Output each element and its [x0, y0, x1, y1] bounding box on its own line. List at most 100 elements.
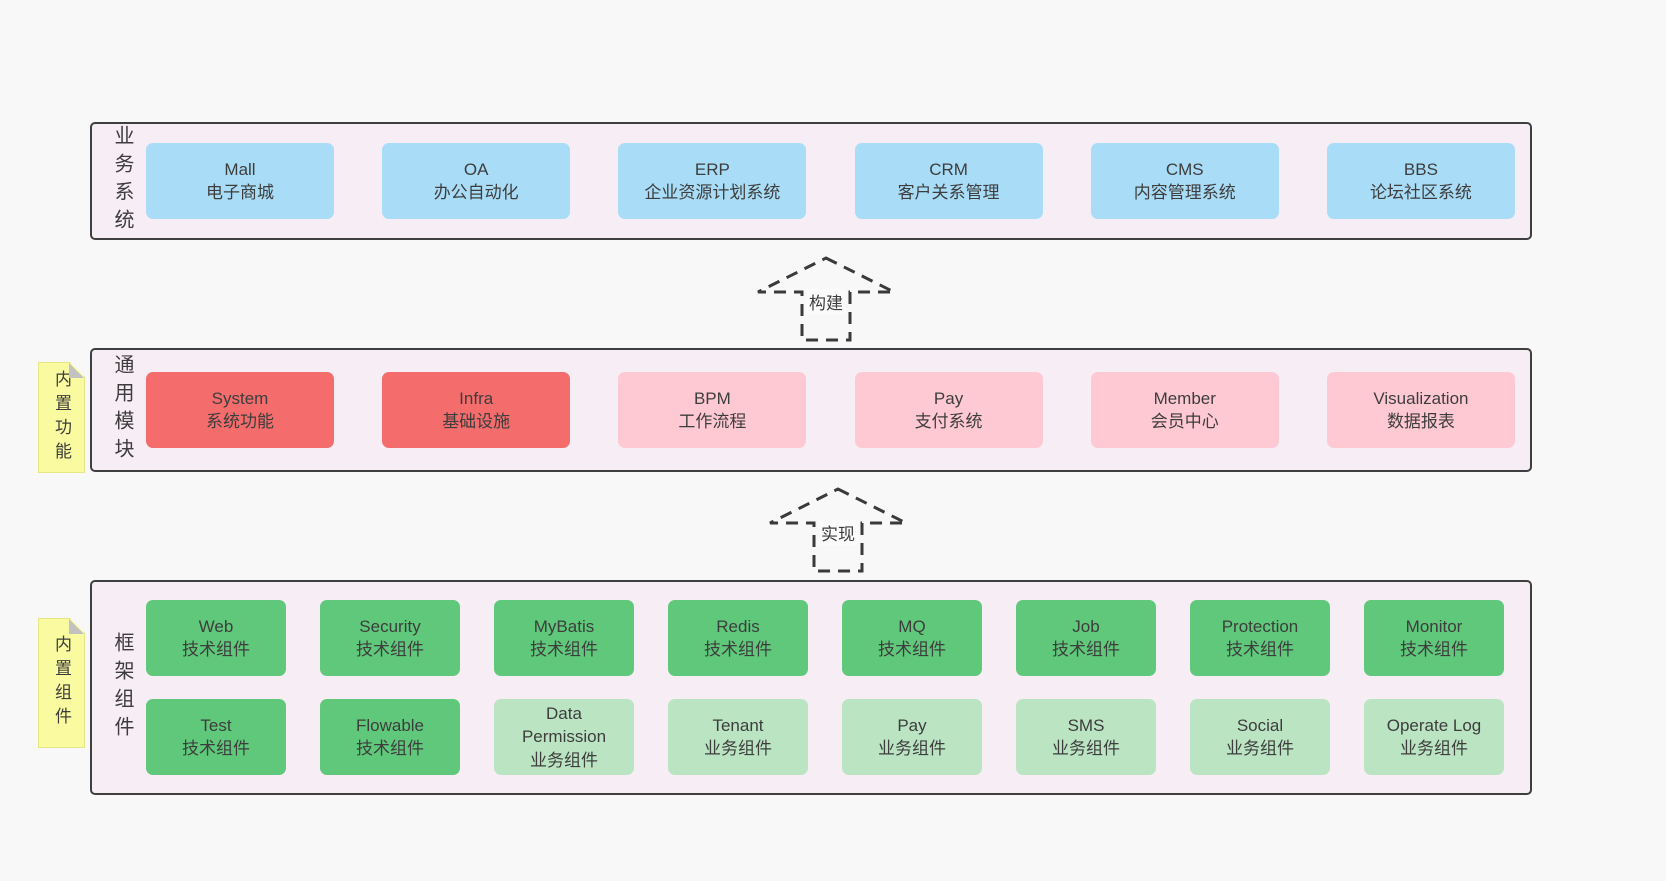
box-title: Member: [1153, 388, 1216, 408]
box-flowable: Flowable 技术组件: [320, 699, 460, 775]
box-subtitle: 办公自动化: [433, 183, 519, 202]
box-pay-biz: Pay 业务组件: [842, 699, 982, 775]
box-title: System: [211, 388, 269, 408]
box-subtitle: 论坛社区系统: [1369, 183, 1472, 202]
box-title: Visualization: [1373, 388, 1469, 408]
sticky-note-built-in-components: 内置组件: [38, 618, 85, 748]
box-subtitle: 技术组件: [1226, 640, 1294, 659]
box-title: Web: [198, 616, 234, 636]
box-title: Pay: [933, 388, 964, 408]
box-erp: ERP 企业资源计划系统: [618, 143, 807, 219]
box-title: MyBatis: [533, 616, 595, 636]
box-subtitle: 技术组件: [182, 640, 250, 659]
box-security: Security 技术组件: [320, 600, 460, 676]
box-subtitle: 支付系统: [914, 412, 983, 431]
sticky-note-label: 内置组件: [52, 635, 71, 731]
box-visualization: Visualization 数据报表: [1326, 372, 1515, 448]
box-infra: Infra 基础设施: [382, 372, 571, 448]
folded-corner-icon: [69, 363, 84, 378]
sticky-note-label: 内置功能: [52, 369, 71, 466]
box-title: Infra: [459, 388, 494, 408]
box-system: System 系统功能: [146, 372, 334, 448]
box-subtitle: 数据报表: [1386, 412, 1455, 431]
box-subtitle: 业务组件: [1052, 739, 1120, 758]
box-subtitle: 会员中心: [1150, 412, 1219, 431]
business-boxes: Mall 电子商城 OA 办公自动化 ERP 企业资源计划系统 CRM 客户关系…: [142, 124, 1530, 238]
box-title: Redis: [716, 616, 760, 636]
box-protection: Protection 技术组件: [1190, 600, 1330, 676]
box-redis: Redis 技术组件: [668, 600, 808, 676]
box-subtitle: 业务组件: [704, 739, 772, 758]
dashed-up-arrow-icon: [757, 256, 895, 342]
box-social: Social 业务组件: [1190, 699, 1330, 775]
arrow-implement: 实现: [768, 487, 908, 573]
box-mall: Mall 电子商城: [146, 143, 334, 219]
box-title: BPM: [693, 388, 731, 408]
box-subtitle: 业务组件: [1226, 739, 1294, 758]
box-subtitle: 技术组件: [1400, 640, 1468, 659]
box-title: Flowable: [355, 715, 425, 735]
box-subtitle: 技术组件: [356, 640, 424, 659]
box-title: SMS: [1067, 715, 1105, 735]
folded-corner-icon: [69, 619, 84, 634]
box-subtitle: 技术组件: [356, 739, 424, 758]
box-title: BBS: [1403, 159, 1438, 179]
box-subtitle: 技术组件: [1052, 640, 1120, 659]
framework-row-1: Web 技术组件 Security 技术组件 MyBatis 技术组件 Redi…: [146, 600, 1504, 676]
box-subtitle: 客户关系管理: [897, 183, 1000, 202]
box-subtitle: 工作流程: [678, 412, 747, 431]
arrow-implement-label: 实现: [818, 520, 858, 545]
box-title: Job: [1072, 616, 1100, 636]
box-subtitle: 业务组件: [530, 750, 598, 770]
box-title: Social: [1236, 715, 1284, 735]
box-operate-log: Operate Log 业务组件: [1364, 699, 1504, 775]
box-subtitle: 企业资源计划系统: [644, 183, 781, 202]
box-job: Job 技术组件: [1016, 600, 1156, 676]
box-tenant: Tenant 业务组件: [668, 699, 808, 775]
box-bpm: BPM 工作流程: [618, 372, 807, 448]
box-subtitle: 基础设施: [442, 412, 511, 431]
box-title: OA: [463, 159, 489, 179]
box-title: ERP: [694, 159, 730, 179]
arrow-build: 构建: [756, 256, 896, 342]
box-title: Operate Log: [1386, 715, 1482, 735]
box-title: Protection: [1221, 616, 1299, 636]
box-subtitle: 技术组件: [878, 640, 946, 659]
framework-boxes: Web 技术组件 Security 技术组件 MyBatis 技术组件 Redi…: [142, 582, 1530, 793]
box-title: Mall: [224, 159, 256, 179]
box-monitor: Monitor 技术组件: [1364, 600, 1504, 676]
box-subtitle: 电子商城: [206, 183, 274, 202]
box-mq: MQ 技术组件: [842, 600, 982, 676]
box-title: Test: [200, 715, 232, 735]
box-web: Web 技术组件: [146, 600, 286, 676]
box-sms: SMS 业务组件: [1016, 699, 1156, 775]
box-crm: CRM 客户关系管理: [854, 143, 1043, 219]
box-mybatis: MyBatis 技术组件: [494, 600, 634, 676]
box-subtitle: 技术组件: [182, 739, 250, 758]
arrow-build-label: 构建: [806, 289, 846, 314]
box-title: Monitor: [1405, 616, 1463, 636]
sticky-note-built-in-features: 内置功能: [38, 362, 85, 473]
box-title: MQ: [898, 616, 926, 636]
box-test: Test 技术组件: [146, 699, 286, 775]
box-cms: CMS 内容管理系统: [1090, 143, 1279, 219]
box-bbs: BBS 论坛社区系统: [1326, 143, 1515, 219]
box-subtitle: 技术组件: [704, 640, 772, 659]
box-title: Data Permission: [521, 703, 607, 747]
box-subtitle: 技术组件: [530, 640, 598, 659]
box-title: Security: [359, 616, 421, 636]
box-subtitle: 业务组件: [878, 739, 946, 758]
section-framework-label: 框架组件: [111, 631, 133, 744]
section-business-systems: 业务系统 Mall 电子商城 OA 办公自动化 ERP 企业资源计划系统 CRM…: [90, 122, 1532, 240]
box-member: Member 会员中心: [1090, 372, 1279, 448]
box-title: Pay: [897, 715, 927, 735]
framework-row-2: Test 技术组件 Flowable 技术组件 Data Permission …: [146, 699, 1504, 775]
box-subtitle: 系统功能: [206, 412, 274, 431]
box-title: CRM: [929, 159, 968, 179]
box-title: CMS: [1165, 159, 1204, 179]
section-modules-label: 通用模块: [111, 354, 133, 466]
box-title: Tenant: [712, 715, 764, 735]
dashed-up-arrow-icon: [769, 487, 907, 573]
box-pay: Pay 支付系统: [854, 372, 1043, 448]
box-subtitle: 内容管理系统: [1133, 183, 1236, 202]
